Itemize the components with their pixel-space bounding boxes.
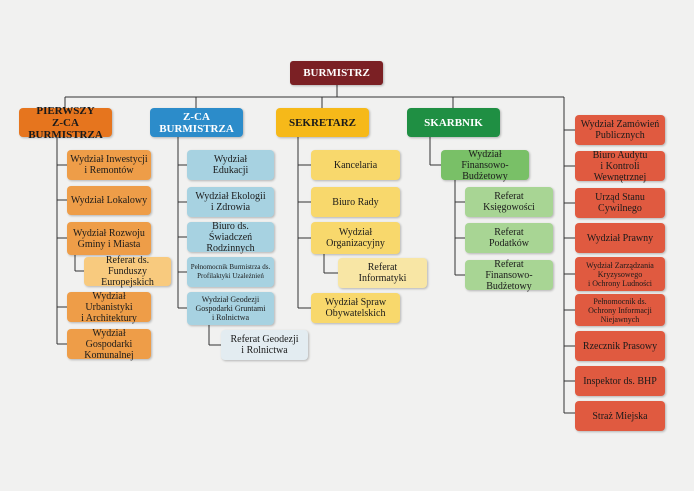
node-referat-finansowo-budzetowy: Referat Finansowo-Budżetowy: [465, 259, 553, 292]
node-skarbnik: SKARBNIK: [407, 108, 500, 137]
node-wydzial-prawny: Wydział Prawny: [575, 223, 665, 253]
node-wydzial-edukacji: Wydział Edukacji: [187, 150, 274, 180]
node-biuro-swiadczen: Biuro ds. Świadczeń Rodzinnych: [187, 221, 274, 254]
node-wydzial-inwestycji: Wydział Inwestycji i Remontów: [67, 150, 151, 180]
node-referat-funduszy: Referat ds. Funduszy Europejskich: [84, 255, 171, 288]
node-wydzial-spraw-obywatelskich: Wydział Spraw Obywatelskich: [311, 293, 400, 323]
node-pierwszy-zca-burmistrza: PIERWSZY Z-CA BURMISTRZA: [19, 105, 112, 141]
node-burmistrz: BURMISTRZ: [290, 61, 383, 85]
node-urzad-stanu-cywilnego: Urząd Stanu Cywilnego: [575, 188, 665, 218]
node-kancelaria: Kancelaria: [311, 150, 400, 180]
node-wydzial-rozwoju: Wydział Rozwoju Gminy i Miasta: [67, 222, 151, 255]
node-biuro-audytu: Biuro Audytu i Kontroli Wewnętrznej: [575, 150, 665, 183]
node-straz-miejska: Straż Miejska: [575, 401, 665, 431]
node-pelnomocnik-profilaktyki: Pełnomocnik Burmistrza ds. Profilaktyki …: [187, 257, 274, 287]
node-pelnomocnik-informacji-niejawnych: Pełnomocnik ds. Ochrony Informacji Nieja…: [575, 294, 665, 326]
node-biuro-rady: Biuro Rady: [311, 187, 400, 217]
node-wydzial-finansowo-budzetowy: Wydział Finansowo-Budżetowy: [441, 149, 529, 182]
node-wydzial-gospodarki-komunalnej: Wydział Gospodarki Komunalnej: [67, 328, 151, 361]
node-wydzial-organizacyjny: Wydział Organizacyjny: [311, 222, 400, 254]
node-wydzial-zamowien: Wydział Zamówień Publicznych: [575, 115, 665, 145]
node-referat-podatkow: Referat Podatków: [465, 223, 553, 253]
node-wydzial-ekologii: Wydział Ekologii i Zdrowia: [187, 187, 274, 217]
node-referat-ksiegowosci: Referat Księgowości: [465, 187, 553, 217]
node-zca-burmistrza: Z-CA BURMISTRZA: [150, 108, 243, 137]
node-referat-informatyki: Referat Informatyki: [338, 258, 427, 288]
node-wydzial-urbanistyki: Wydział Urbanistyki i Architektury: [67, 291, 151, 324]
node-sekretarz: SEKRETARZ: [276, 108, 369, 137]
node-referat-geodezji: Referat Geodezji i Rolnictwa: [221, 330, 308, 360]
node-wydzial-zarzadzania-kryzysowego: Wydział Zarządzania Kryzysowego i Ochron…: [575, 257, 665, 291]
node-wydzial-geodezji: Wydział Geodezji Gospodarki Gruntami i R…: [187, 292, 274, 325]
node-rzecznik-prasowy: Rzecznik Prasowy: [575, 331, 665, 361]
node-inspektor-bhp: Inspektor ds. BHP: [575, 366, 665, 396]
node-wydzial-lokalowy: Wydział Lokalowy: [67, 186, 151, 215]
